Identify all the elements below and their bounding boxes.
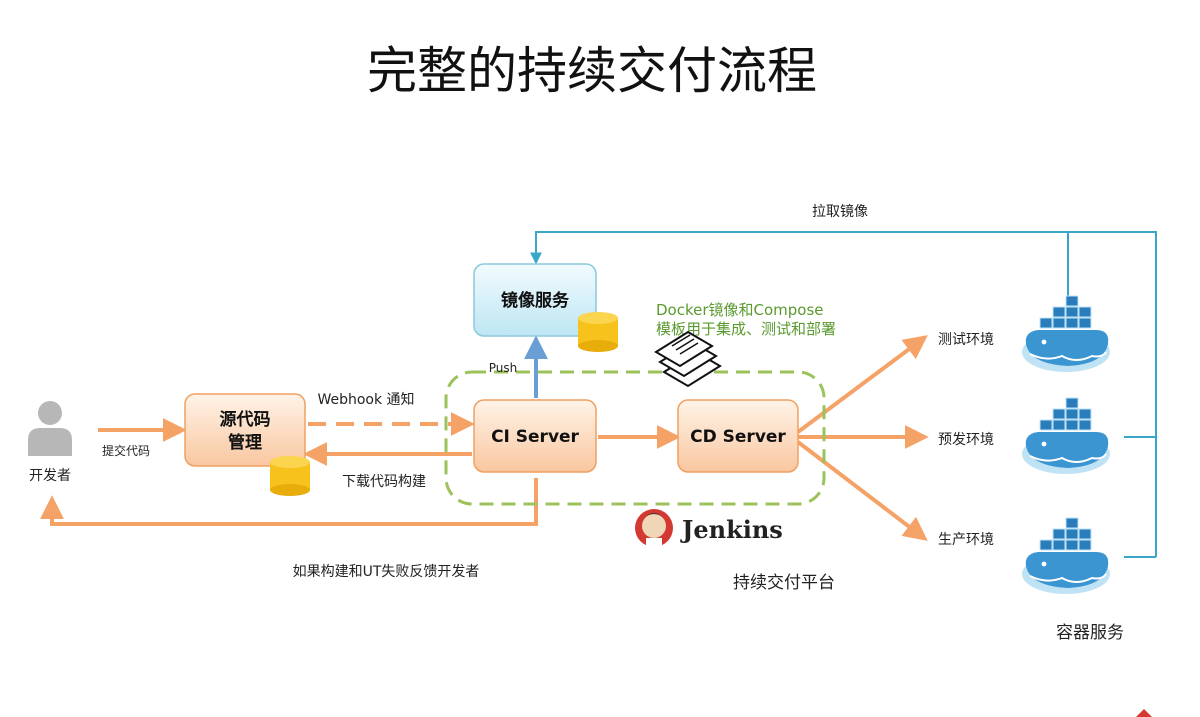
image-db-icon — [578, 312, 618, 352]
docker-note-line2: 模板用于集成、测试和部署 — [656, 320, 836, 338]
image-service-node: 镜像服务 — [473, 263, 597, 337]
docker-whale-icon-test — [1021, 295, 1111, 373]
staging-env-label: 预发环境 — [938, 432, 994, 448]
cd-platform-region — [444, 370, 826, 506]
cd-to-prod-arrow — [796, 440, 928, 541]
image-service-label: 镜像服务 — [501, 290, 570, 311]
source-db-icon — [270, 456, 310, 496]
jenkins-logo-text: Jenkins — [680, 515, 783, 544]
prod-env-label: 生产环境 — [938, 532, 994, 548]
cd-platform-label: 持续交付平台 — [733, 573, 835, 593]
docker-whale-icon-prod — [1021, 517, 1111, 595]
document-stack-icon — [654, 330, 722, 388]
jenkins-logo-icon: Jenkins — [635, 509, 783, 547]
pull-image-label: 拉取镜像 — [812, 204, 868, 220]
cd-server-label: CD Server — [690, 427, 786, 447]
ci-server-node: CI Server — [473, 399, 597, 473]
source-code-label-1: 源代码 — [220, 409, 271, 430]
feedback-label: 如果构建和UT失败反馈开发者 — [293, 564, 480, 580]
page-title: 完整的持续交付流程 — [367, 42, 817, 100]
source-code-node: 源代码 管理 — [184, 393, 306, 467]
corner-mark-icon — [1136, 709, 1152, 717]
ci-server-label: CI Server — [491, 427, 579, 447]
push-label: Push — [489, 361, 518, 375]
feedback-arrow — [40, 478, 538, 526]
developer-label: 开发者 — [29, 468, 71, 484]
pull-image-line — [530, 231, 1157, 557]
cd-to-test-arrow — [796, 335, 928, 434]
commit-code-label: 提交代码 — [102, 443, 150, 458]
docker-note-line1: Docker镜像和Compose — [656, 301, 824, 319]
docker-whale-icon-staging — [1021, 397, 1111, 475]
container-service-label: 容器服务 — [1056, 623, 1124, 643]
cd-server-node: CD Server — [677, 399, 799, 473]
webhook-label: Webhook 通知 — [317, 391, 414, 408]
source-code-label-2: 管理 — [228, 432, 262, 453]
download-build-label: 下载代码构建 — [342, 474, 426, 490]
developer-icon — [28, 401, 72, 456]
test-env-label: 测试环境 — [938, 332, 994, 348]
